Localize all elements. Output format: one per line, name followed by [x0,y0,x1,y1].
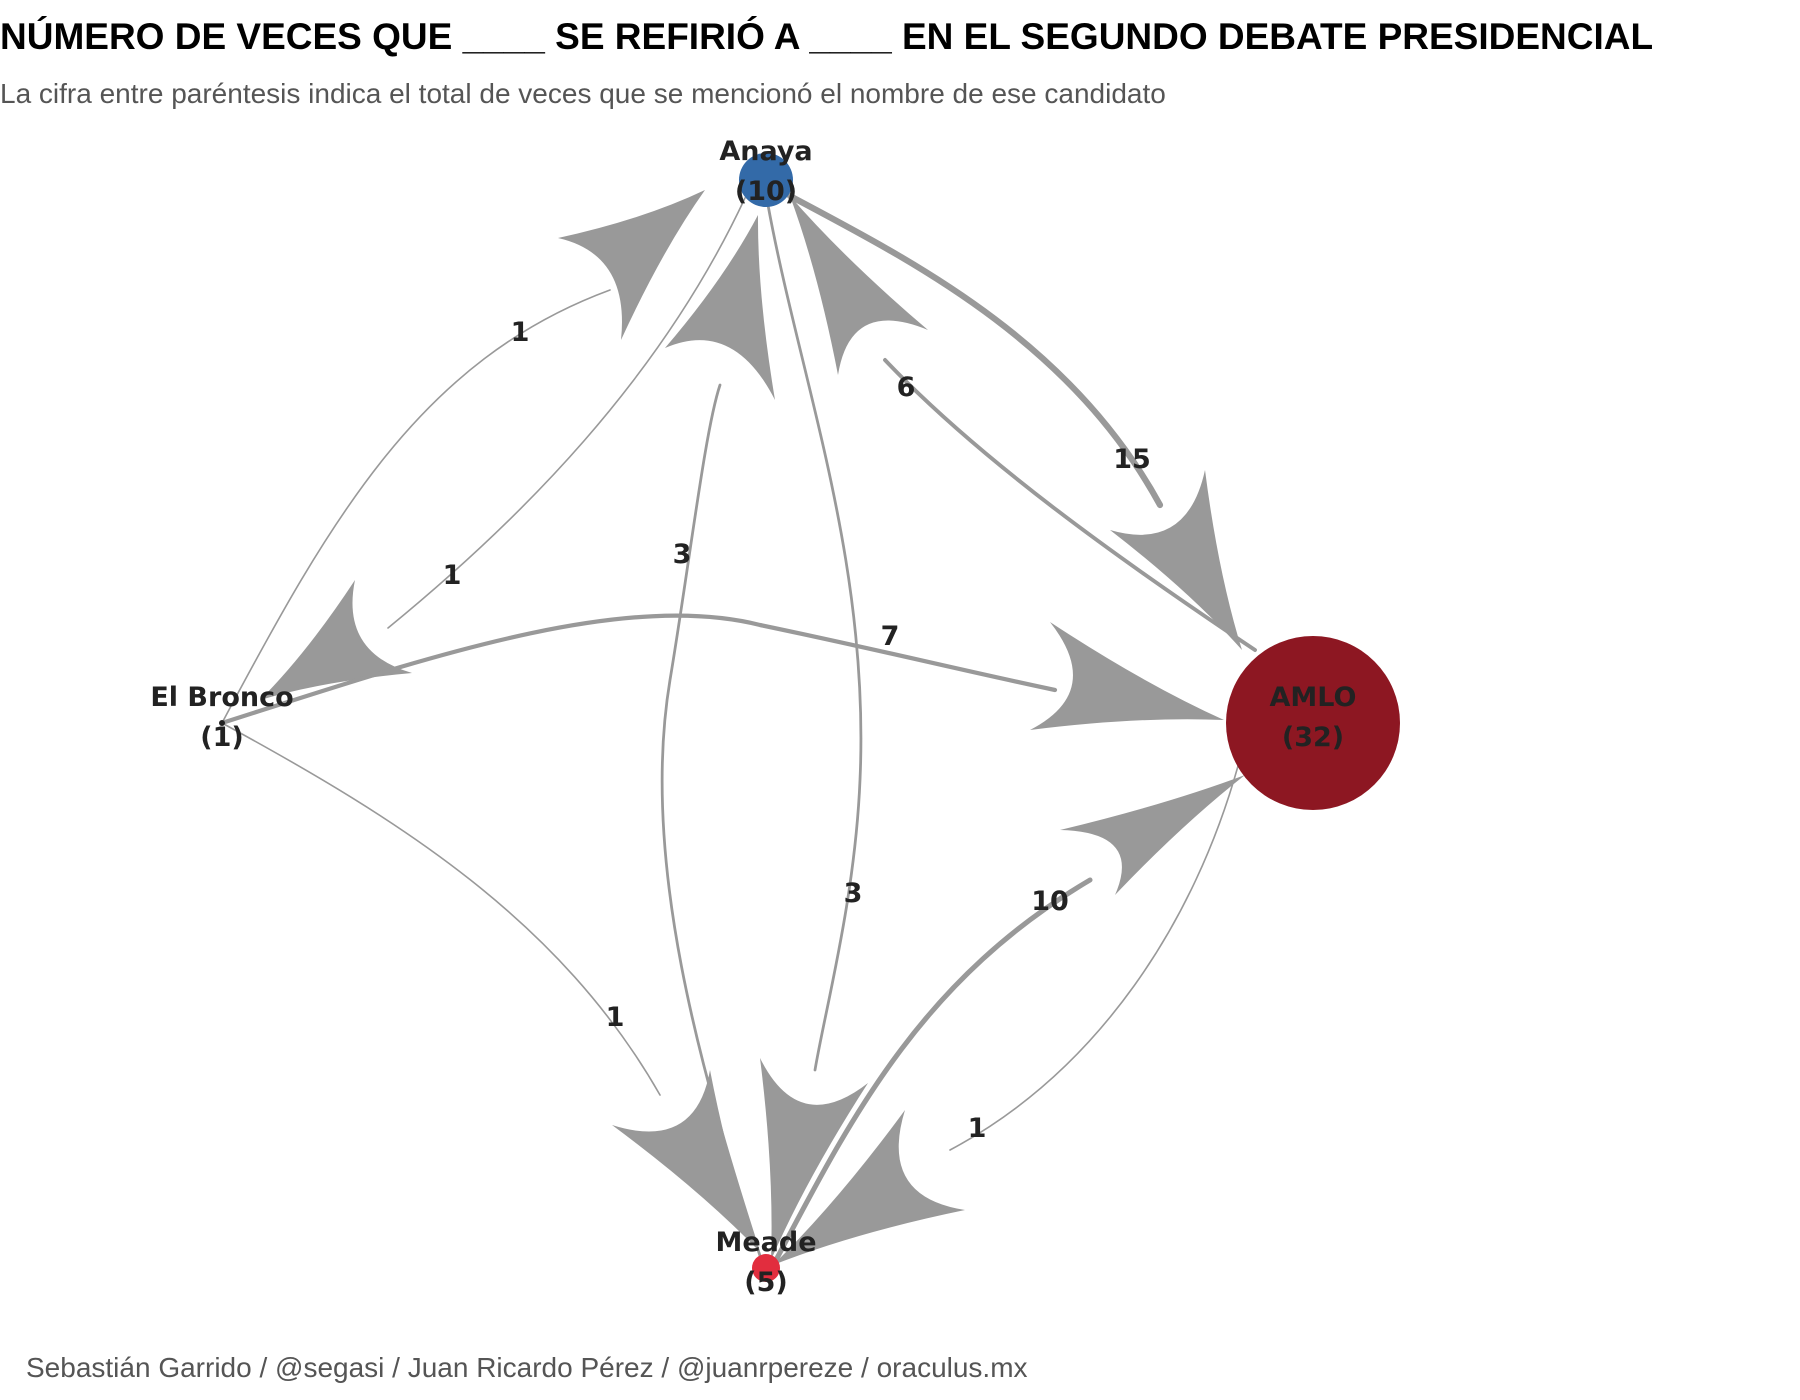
edge-label-anaya-amlo: 15 [1113,444,1151,475]
edge-label-meade-amlo: 10 [1031,886,1069,917]
arrowhead-anaya-amlo [1110,470,1242,650]
edge-label-amlo-anaya: 6 [897,372,916,403]
node-anaya [739,153,793,207]
edge-bronco-anaya [221,289,611,724]
arrowhead-amlo-meade [773,1110,965,1265]
edge-label-bronco-amlo: 7 [881,621,900,652]
edge-label-anaya-meade: 3 [844,878,863,909]
arrowhead-bronco-meade [612,1070,760,1252]
arrowhead-anaya-bronco [260,580,412,700]
edge-meade-anaya [660,383,764,1264]
node-amlo [1226,636,1400,810]
edge-anaya-meade [766,203,863,1072]
edge-anaya-amlo [786,192,1164,509]
edge-bronco-meade [221,722,661,1096]
edge-label-bronco-meade: 1 [606,1002,625,1033]
chart-subtitle: La cifra entre paréntesis indica el tota… [0,78,1166,109]
arrowhead-bronco-anaya [558,190,705,340]
edge-anaya-bronco [387,197,746,629]
nodes-layer [219,153,1400,1282]
edge-label-anaya-bronco: 1 [443,560,462,591]
edge-bronco-amlo [219,613,1058,726]
edge-amlo-meade [949,765,1239,1151]
edge-label-amlo-meade: 1 [968,1113,987,1144]
arrowhead-meade-anaya [665,215,775,400]
node-count-meade: (5) [744,1267,787,1298]
chart-title: NÚMERO DE VECES QUE ____ SE REFIRIÓ A __… [0,16,1654,57]
node-bronco [219,720,225,726]
edge-amlo-anaya [883,358,1257,652]
node-count-amlo: (32) [1282,722,1344,753]
edge-label-meade-anaya: 3 [673,539,692,570]
node-meade [752,1254,780,1282]
arrowhead-meade-amlo [1060,775,1245,895]
node-count-bronco: (1) [200,722,243,753]
labels-layer: 117133615101Anaya(10)AMLO(32)Meade(5)El … [150,136,1356,1298]
edge-label-bronco-anaya: 1 [511,317,530,348]
arrowhead-bronco-amlo [1030,622,1224,730]
node-count-anaya: (10) [735,176,797,207]
node-name-meade: Meade [715,1227,816,1258]
node-name-anaya: Anaya [719,136,812,167]
edges-layer [219,190,1257,1265]
node-name-amlo: AMLO [1270,682,1357,713]
arrowhead-anaya-meade [760,1058,868,1260]
arrowhead-amlo-anaya [790,196,928,375]
credits-caption: Sebastián Garrido / @segasi / Juan Ricar… [26,1352,1028,1383]
edge-meade-amlo [772,877,1093,1265]
node-name-bronco: El Bronco [150,682,293,713]
